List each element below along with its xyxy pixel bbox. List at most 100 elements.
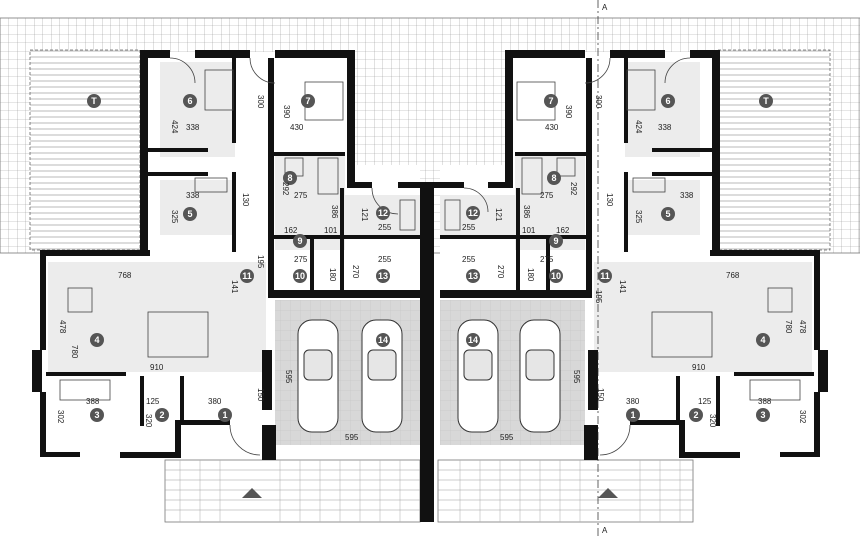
dim-478-right: 478 [798,320,807,334]
dim-101-right: 101 [522,226,536,235]
dim-255-left-b: 255 [378,255,392,264]
svg-text:13: 13 [468,271,478,281]
svg-text:T: T [91,96,97,106]
dim-595-right-b: 595 [500,433,514,442]
dim-270-left: 270 [351,265,360,279]
dim-386-left: 386 [330,205,339,219]
dim-325-left: 325 [170,210,179,224]
svg-text:4: 4 [760,335,765,345]
dim-275-left-a: 275 [294,191,308,200]
dim-150-left: 150 [256,388,265,402]
dim-430-right: 430 [545,123,559,132]
dim-768-left: 768 [118,271,132,280]
dim-302-right: 302 [798,410,807,424]
room-badge-2-right: 2 [689,408,703,422]
dim-910-left: 910 [150,363,164,372]
dim-180-left: 180 [328,268,337,282]
room-badge-T-left: T [87,94,101,108]
dim-275-right-b: 275 [540,255,554,264]
room-badge-12-left: 12 [376,206,390,220]
svg-text:9: 9 [297,236,302,246]
dim-270-right: 270 [496,265,505,279]
dim-101-left: 101 [324,226,338,235]
section-line-a: A A [597,0,608,538]
front-steps [164,459,694,523]
dim-338-right-b: 338 [680,191,694,200]
room-badge-4-left: 4 [90,333,104,347]
svg-text:7: 7 [305,96,310,106]
dim-325-right: 325 [634,210,643,224]
dim-595-left: 595 [284,370,293,384]
section-mark-bottom: A [602,526,608,535]
room-badge-5-left: 5 [183,207,197,221]
room-badge-11-left: 11 [240,269,254,283]
dim-768-right: 768 [726,271,740,280]
dim-595-right: 595 [572,370,581,384]
svg-text:11: 11 [600,271,610,281]
dim-320-left: 320 [144,414,153,428]
room-badge-4-right: 4 [756,333,770,347]
dim-255-left-a: 255 [378,223,392,232]
svg-text:6: 6 [187,96,192,106]
svg-text:12: 12 [468,208,478,218]
dim-255-right-b: 255 [462,255,476,264]
dim-338-left-b: 338 [186,191,200,200]
dim-386-right: 386 [522,205,531,219]
dim-300-left: 300 [256,95,265,109]
svg-text:2: 2 [693,410,698,420]
room-badge-13-left: 13 [376,269,390,283]
dim-255-right-a: 255 [462,223,476,232]
svg-text:13: 13 [378,271,388,281]
room-badge-13-right: 13 [466,269,480,283]
dim-195-right: 195 [594,290,603,304]
dim-910-right: 910 [692,363,706,372]
dim-390-right: 390 [564,105,573,119]
dimension-labels: 338 338 424 424 300 300 430 430 390 390 … [56,95,807,442]
room-badge-3-right: 3 [756,408,770,422]
cars [297,319,561,433]
svg-text:1: 1 [222,410,227,420]
room-badge-11-right: 11 [598,269,612,283]
dim-424-right: 424 [634,120,643,134]
room-badge-7-right: 7 [544,94,558,108]
dim-130-right: 130 [605,193,614,207]
dim-380-left: 380 [208,397,222,406]
room-badge-9-right: 9 [549,234,563,248]
dim-125-left: 125 [146,397,160,406]
dim-424-left: 424 [170,120,179,134]
room-badge-1-left: 1 [218,408,232,422]
room-badge-8-left: 8 [283,171,297,185]
svg-text:5: 5 [665,209,670,219]
room-badge-14-right: 14 [466,333,480,347]
room-badge-3-left: 3 [90,408,104,422]
dim-595-left-b: 595 [345,433,359,442]
dim-141-left: 141 [230,280,239,294]
dim-478-left: 478 [58,320,67,334]
svg-text:12: 12 [378,208,388,218]
dim-338-left: 338 [186,123,200,132]
dim-275-right-a: 275 [540,191,554,200]
room-badge-8-right: 8 [547,171,561,185]
dim-780-right: 780 [784,320,793,334]
room-badge-12-right: 12 [466,206,480,220]
dim-338-right: 338 [658,123,672,132]
svg-text:8: 8 [551,173,556,183]
walls [32,50,828,522]
svg-text:9: 9 [553,236,558,246]
svg-text:3: 3 [760,410,765,420]
dim-388-right: 388 [758,397,772,406]
svg-text:10: 10 [551,271,561,281]
dim-180-right: 180 [526,268,535,282]
svg-text:14: 14 [378,335,388,345]
room-badge-2-left: 2 [155,408,169,422]
dim-320-right: 320 [708,414,717,428]
dim-121-right: 121 [494,208,503,222]
dim-162-right: 162 [556,226,570,235]
dim-292-right: 292 [569,182,578,196]
room-badge-7-left: 7 [301,94,315,108]
room-badge-14-left: 14 [376,333,390,347]
dim-300-right: 300 [594,95,603,109]
furniture [59,69,801,401]
room-badge-1-right: 1 [626,408,640,422]
dim-150-right: 150 [596,388,605,402]
